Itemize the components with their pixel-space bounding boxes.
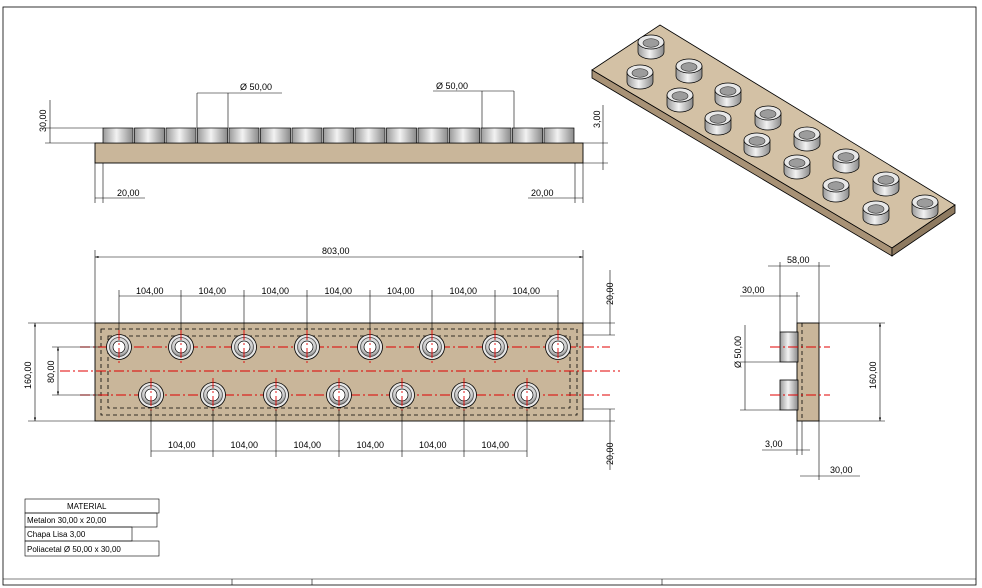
front-bushing bbox=[134, 127, 165, 144]
side-thickness-label: 3,00 bbox=[765, 439, 783, 449]
front-bushing bbox=[354, 127, 386, 144]
hidden-frame-inner bbox=[107, 335, 571, 409]
top-bushing bbox=[294, 330, 320, 364]
pitch-bottom-label: 104,00 bbox=[231, 440, 259, 450]
top-bushings bbox=[106, 330, 571, 412]
iso-bushing bbox=[704, 110, 732, 136]
side-bottom-label: 30,00 bbox=[830, 465, 853, 475]
iso-bushing bbox=[832, 148, 860, 174]
material-table: MATERIAL Metalon 30,00 x 20,00 Chapa Lis… bbox=[24, 498, 160, 557]
front-bushing bbox=[291, 127, 323, 144]
top-bushing bbox=[326, 378, 352, 412]
iso-plate-side bbox=[891, 204, 956, 257]
pitch-top-dims: 104,00 104,00 104,00 104,00 104,00 104,00 104,… bbox=[118, 286, 559, 330]
row-spacing-label: 80,00 bbox=[46, 360, 56, 383]
top-bushing bbox=[389, 378, 415, 412]
front-plate bbox=[94, 142, 584, 164]
front-bushing bbox=[197, 127, 228, 144]
front-bushing bbox=[228, 127, 260, 144]
front-bushing bbox=[417, 127, 449, 144]
top-bushing bbox=[482, 330, 508, 364]
top-bushing bbox=[357, 330, 383, 364]
front-height-label: 30,00 bbox=[38, 109, 48, 132]
side-view: 58,00 30,00 Ø 50,00 160,00 3,00 30,00 bbox=[733, 255, 885, 480]
overall-length-label: 803,00 bbox=[322, 246, 350, 256]
front-bushing bbox=[480, 127, 512, 144]
pitch-bottom-label: 104,00 bbox=[168, 440, 196, 450]
pitch-bottom-label: 104,00 bbox=[419, 440, 447, 450]
pitch-top-label: 104,00 bbox=[325, 286, 353, 296]
iso-bushings bbox=[626, 34, 939, 226]
front-bushing bbox=[165, 127, 197, 144]
material-header: MATERIAL bbox=[67, 502, 107, 511]
iso-bushing bbox=[666, 87, 694, 113]
front-bushing bbox=[386, 127, 417, 144]
side-height-label: 160,00 bbox=[868, 361, 878, 389]
front-bushing bbox=[102, 127, 134, 144]
top-bushing bbox=[138, 378, 164, 412]
pitch-top-label: 104,00 bbox=[136, 286, 164, 296]
plate-width-label: 160,00 bbox=[23, 361, 33, 389]
iso-bushing bbox=[743, 132, 771, 158]
side-width-total-label: 58,00 bbox=[787, 255, 810, 265]
iso-bushing bbox=[675, 58, 703, 84]
front-diameter-left-label: Ø 50,00 bbox=[240, 82, 272, 92]
sheet-border bbox=[2, 6, 977, 586]
side-width-part-label: 30,00 bbox=[742, 285, 765, 295]
iso-bushing bbox=[872, 171, 900, 197]
bottom-margin-label: 20,00 bbox=[605, 442, 615, 465]
top-bushing bbox=[419, 330, 445, 364]
iso-bushing bbox=[626, 64, 654, 90]
pitch-bottom-label: 104,00 bbox=[482, 440, 510, 450]
top-margin-label: 20,00 bbox=[605, 282, 615, 305]
pitch-bottom-label: 104,00 bbox=[294, 440, 322, 450]
iso-bushing bbox=[783, 154, 811, 180]
front-diameter-right-label: Ø 50,00 bbox=[436, 81, 468, 91]
front-bushing bbox=[323, 127, 354, 144]
pitch-top-label: 104,00 bbox=[387, 286, 415, 296]
top-bushing bbox=[200, 378, 226, 412]
top-bushing bbox=[451, 378, 477, 412]
isometric-view bbox=[591, 24, 956, 257]
pitch-top-label: 104,00 bbox=[262, 286, 290, 296]
pitch-bottom-label: 104,00 bbox=[357, 440, 385, 450]
iso-bushing bbox=[754, 105, 782, 131]
top-bushing bbox=[168, 330, 194, 364]
iso-bushing bbox=[911, 194, 939, 220]
front-edge-right-label: 20,00 bbox=[531, 188, 554, 198]
top-bushing bbox=[263, 378, 289, 412]
iso-bushing bbox=[862, 200, 890, 226]
front-bushing bbox=[543, 127, 575, 144]
iso-bushing bbox=[822, 177, 850, 203]
top-bushing bbox=[231, 330, 257, 364]
front-thickness-label: 3,00 bbox=[592, 110, 602, 128]
top-bushing bbox=[545, 330, 571, 364]
pitch-bottom-dims: 104,00 104,00 104,00 104,00 104,00 104,00 bbox=[150, 410, 528, 457]
front-bushing bbox=[449, 127, 480, 144]
material-row-2: Chapa Lisa 3,00 bbox=[27, 530, 86, 539]
top-bushing bbox=[514, 378, 540, 412]
material-row-3: Poliacetal Ø 50,00 x 30,00 bbox=[27, 545, 121, 554]
side-plate bbox=[796, 322, 820, 422]
material-row-1: Metalon 30,00 x 20,00 bbox=[27, 516, 107, 525]
top-bushing bbox=[106, 330, 132, 364]
front-bushings bbox=[102, 127, 575, 144]
front-bushing bbox=[260, 127, 291, 144]
iso-bushing bbox=[637, 34, 665, 60]
pitch-top-label: 104,00 bbox=[199, 286, 227, 296]
front-view: Ø 50,00 Ø 50,00 30,00 3,00 20,00 20,00 bbox=[38, 81, 608, 203]
pitch-top-label: 104,00 bbox=[450, 286, 478, 296]
iso-bushing bbox=[793, 126, 821, 152]
pitch-top-label: 104,00 bbox=[513, 286, 541, 296]
side-diameter-label: Ø 50,00 bbox=[733, 336, 743, 368]
front-edge-left-label: 20,00 bbox=[117, 188, 140, 198]
front-bushing bbox=[512, 127, 543, 144]
iso-bushing bbox=[714, 82, 742, 108]
